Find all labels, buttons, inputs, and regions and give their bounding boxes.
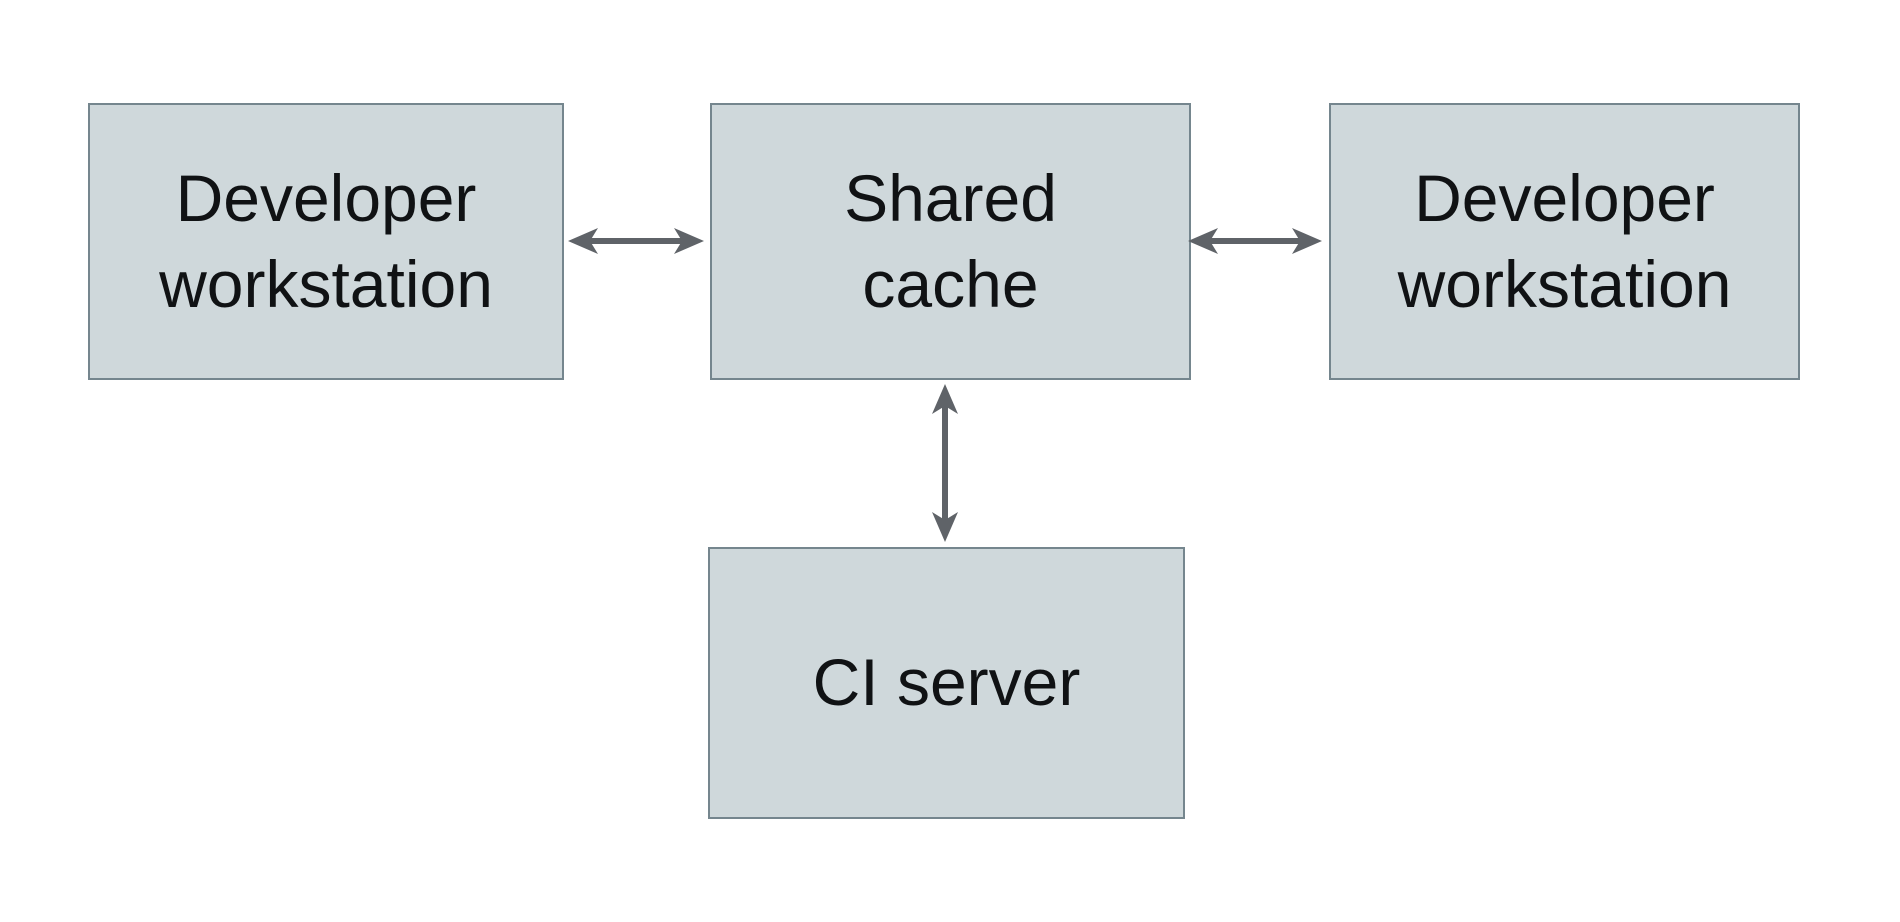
node-label: Developer workstation xyxy=(159,160,493,321)
node-shared-cache: Shared cache xyxy=(710,103,1191,380)
node-label: Developer workstation xyxy=(1397,160,1732,321)
arrow-shared-cache-ci-server xyxy=(932,384,958,542)
node-label: Shared cache xyxy=(844,160,1057,321)
arrow-shared-cache-workstation-right xyxy=(1188,228,1322,254)
node-developer-workstation-left: Developer workstation xyxy=(88,103,564,380)
node-ci-server: CI server xyxy=(708,547,1185,819)
node-developer-workstation-right: Developer workstation xyxy=(1329,103,1800,380)
node-label: CI server xyxy=(812,645,1081,720)
arrow-workstation-left-shared-cache xyxy=(568,228,704,254)
